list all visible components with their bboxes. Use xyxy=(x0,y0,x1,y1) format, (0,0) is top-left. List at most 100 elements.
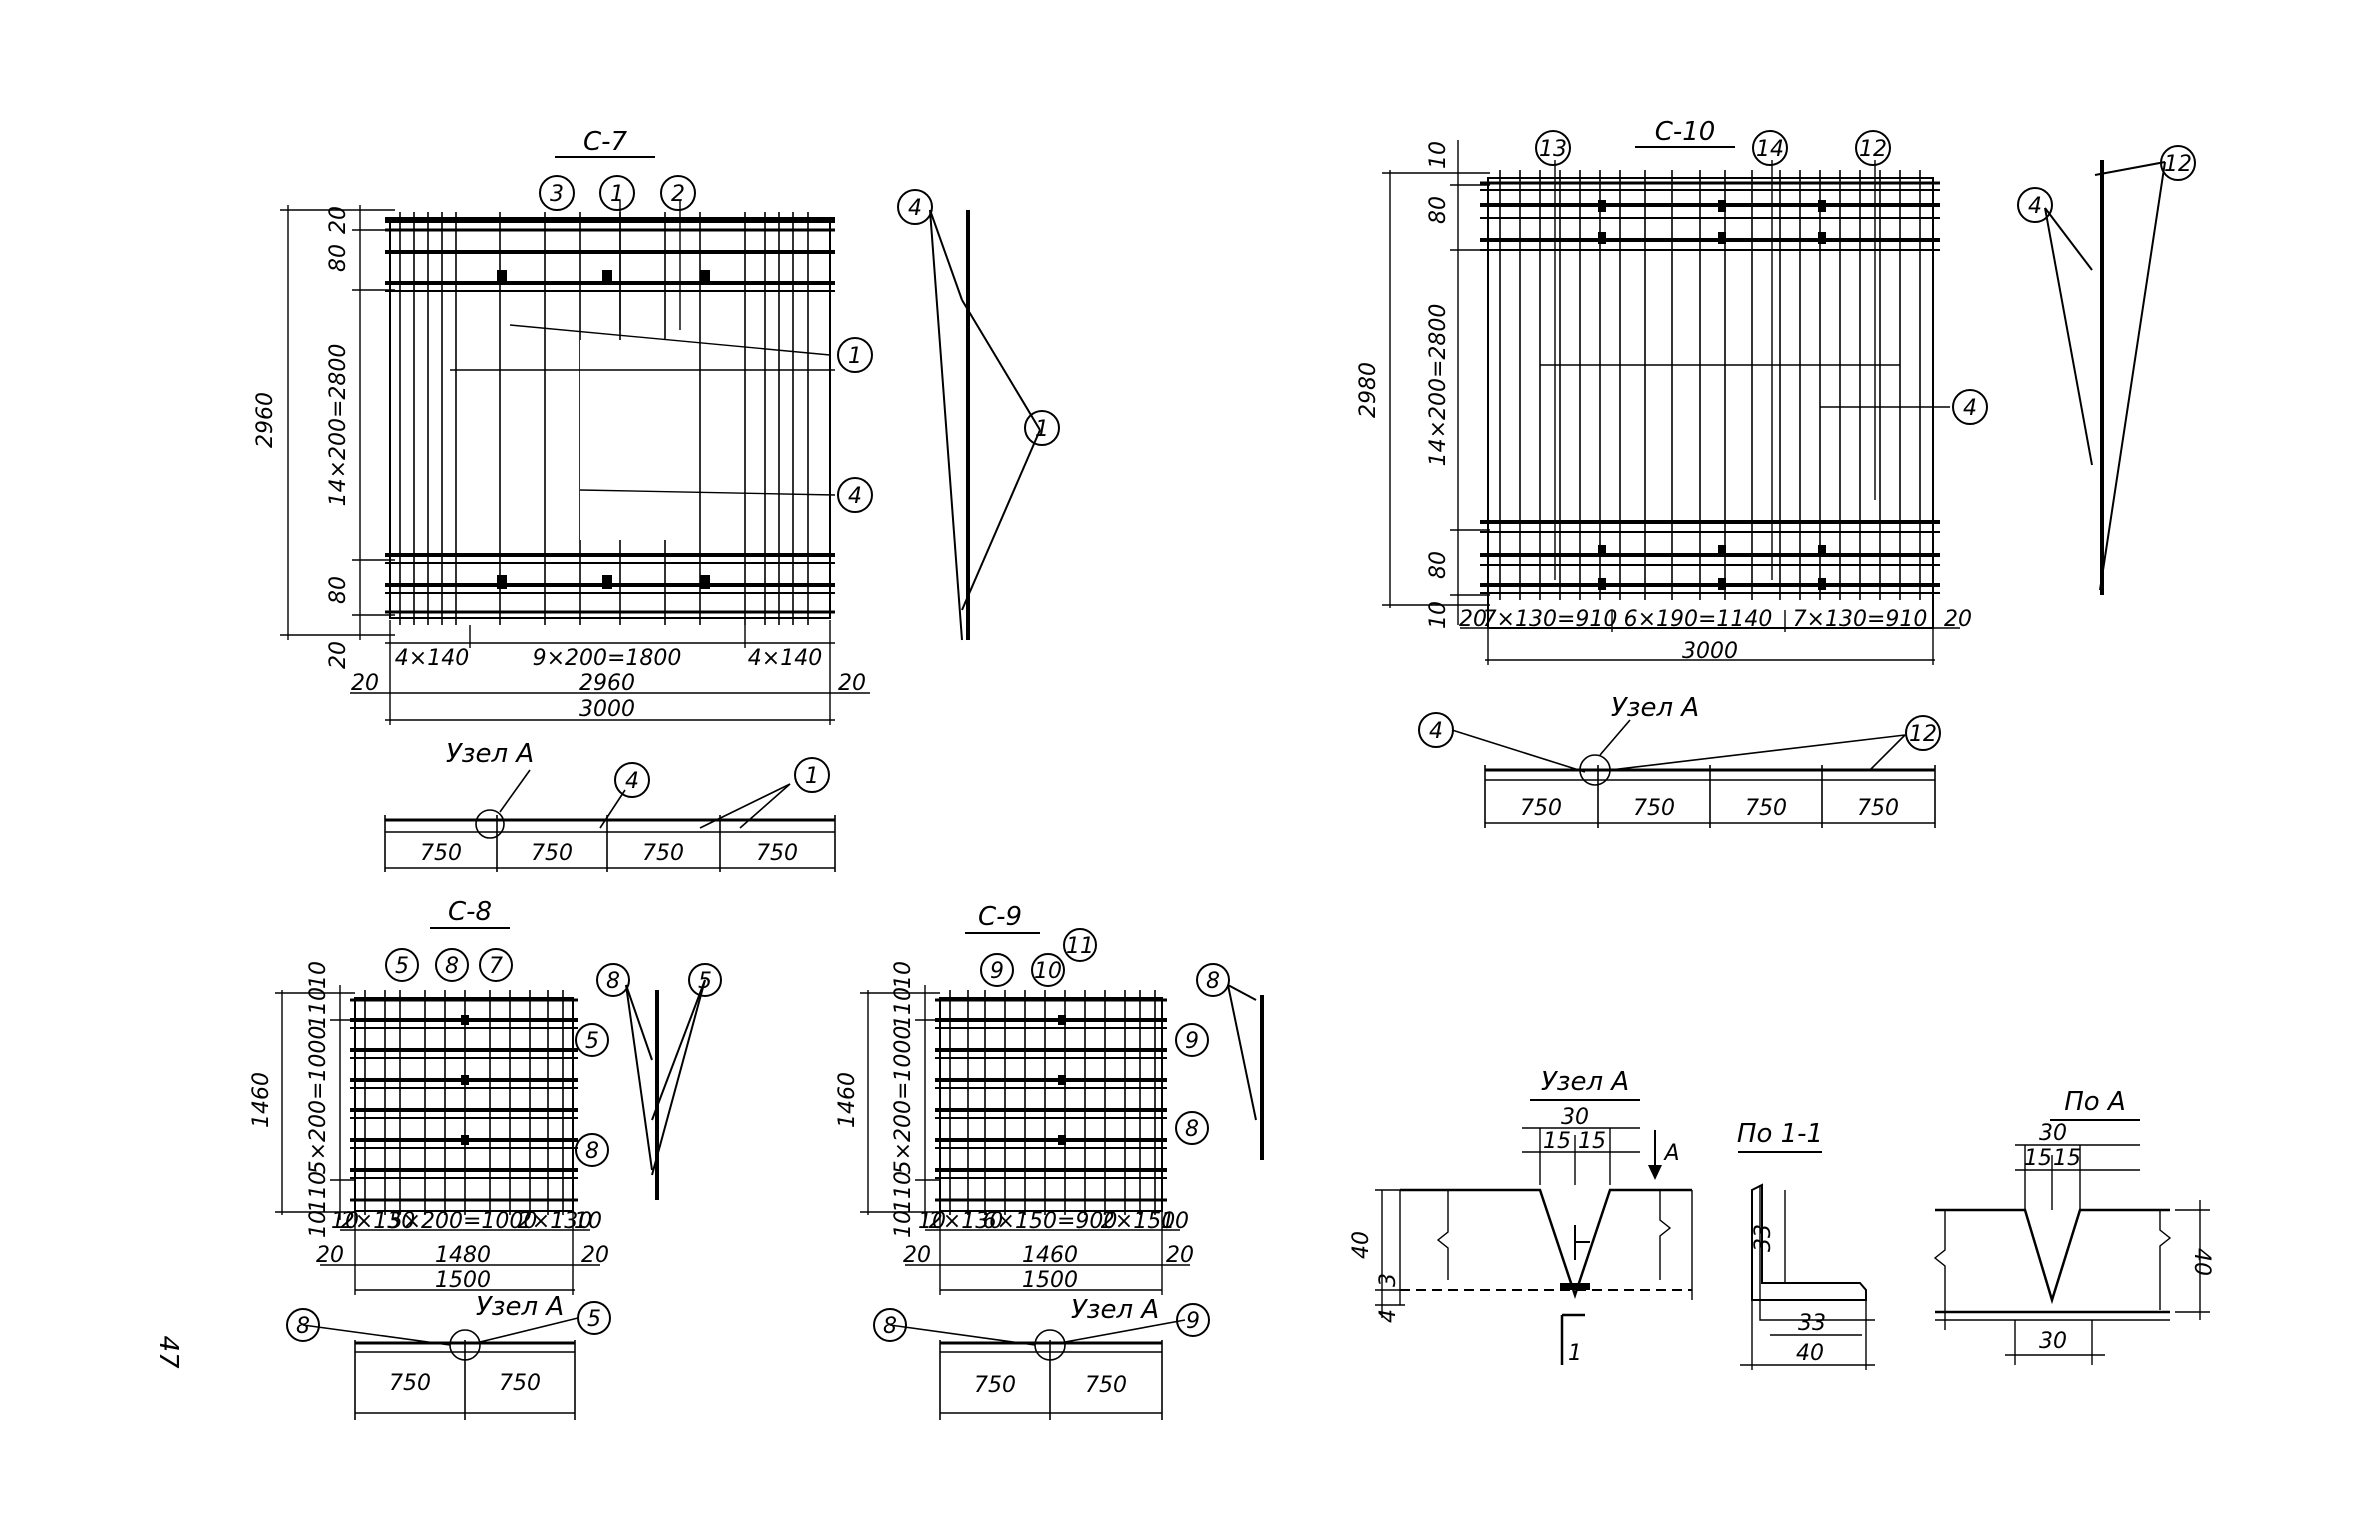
c7-callout-1: 1 xyxy=(599,175,635,211)
c10-span-4: 750 xyxy=(1857,796,1899,821)
c10-span-1: 750 xyxy=(1520,796,1562,821)
c10-dim-height-total: 2980 xyxy=(1356,362,1381,418)
c9-side-callout-8: 8 xyxy=(1196,963,1230,997)
c8-dim-bot110: 110 xyxy=(306,1171,331,1213)
svg-text:7: 7 xyxy=(489,954,503,979)
c7-welds xyxy=(497,270,710,589)
c9-left-dimensions xyxy=(860,985,940,1220)
c8-plan-callout-8: 8 xyxy=(286,1308,320,1342)
svg-text:1: 1 xyxy=(805,764,819,789)
c10-side-callout-4: 4 xyxy=(2017,187,2053,223)
c10-bottom-dimensions xyxy=(1460,605,1960,665)
svg-text:5: 5 xyxy=(698,969,712,994)
c9-span-2: 750 xyxy=(1085,1373,1127,1398)
c7-dim-top20: 20 xyxy=(326,206,351,234)
c9-plan-callout-8: 8 xyxy=(873,1308,907,1342)
svg-text:4: 4 xyxy=(2028,194,2042,219)
c9-dim-mid: 5×200=1000 xyxy=(891,1026,916,1175)
c10-leaders xyxy=(1540,160,1950,580)
node-a-dim-4: 4 xyxy=(1376,1309,1401,1323)
c8-dim-w-total: 1500 xyxy=(435,1268,491,1293)
c7-plan-callout-1: 1 xyxy=(794,757,830,793)
node-a-title: Узел А xyxy=(1541,1067,1629,1097)
c8-dim-b3: 2×130 xyxy=(518,1209,592,1234)
c7-dim-b3: 4×140 xyxy=(748,646,822,671)
svg-text:4: 4 xyxy=(848,484,862,509)
node-a-dim-15b: 15 xyxy=(1578,1129,1606,1154)
c8-node-label: Узел А xyxy=(476,1292,564,1322)
c9-node-label: Узел А xyxy=(1071,1295,1159,1325)
c9-dim-bot10: 10 xyxy=(891,1210,916,1238)
c9-plan-strip xyxy=(889,1319,1186,1420)
c10-dim-l20: 20 xyxy=(1459,607,1487,632)
c9-callout-9: 9 xyxy=(980,953,1014,987)
c7-dim-w-total: 3000 xyxy=(579,697,635,722)
svg-text:10: 10 xyxy=(1034,959,1062,984)
svg-text:5: 5 xyxy=(395,954,409,979)
view-a-dim-15a: 15 xyxy=(2024,1146,2052,1171)
c8-dim-bot10: 10 xyxy=(306,1210,331,1238)
svg-text:8: 8 xyxy=(606,969,620,994)
c7-side-profile xyxy=(929,209,1041,641)
c9-callout-9-right: 9 xyxy=(1175,1023,1209,1057)
c10-mesh-drawing: С-10 xyxy=(1356,117,2196,828)
svg-text:1: 1 xyxy=(848,344,862,369)
c7-dim-bot80: 80 xyxy=(326,576,351,604)
c8-title: С-8 xyxy=(448,897,492,927)
c7-dim-b1: 4×140 xyxy=(395,646,469,671)
c10-left-dimensions xyxy=(1382,140,1490,625)
view-a-title: По А xyxy=(2064,1087,2126,1117)
svg-text:5: 5 xyxy=(587,1307,601,1332)
c9-dim-r20: 20 xyxy=(1166,1243,1194,1268)
c8-plan-callout-5: 5 xyxy=(577,1301,611,1335)
c7-bottom-dimensions xyxy=(350,620,870,725)
c10-top-bars xyxy=(1480,181,1940,251)
c9-dim-b1: 2×130 xyxy=(929,1209,1003,1234)
c10-callout-13: 13 xyxy=(1535,130,1571,166)
c9-title: С-9 xyxy=(978,902,1022,932)
c7-span-2: 750 xyxy=(531,841,573,866)
c7-title: С-7 xyxy=(583,127,628,157)
c8-span-1: 750 xyxy=(389,1371,431,1396)
view-a-dim-15b: 15 xyxy=(2053,1146,2081,1171)
c7-dim-bot20: 20 xyxy=(326,641,351,669)
c10-dim-bot80: 80 xyxy=(1426,551,1451,579)
c9-mesh-drawing: С-9 xyxy=(835,902,1264,1420)
svg-text:8: 8 xyxy=(1206,969,1220,994)
c8-callout-8: 8 xyxy=(435,948,469,982)
svg-text:8: 8 xyxy=(883,1314,897,1339)
c8-left-dimensions xyxy=(275,985,355,1220)
c10-bottom-bars xyxy=(1480,520,1940,594)
c9-dim-w-inner: 1460 xyxy=(1022,1243,1078,1268)
c8-bottom-dimensions xyxy=(320,1210,600,1295)
c7-dim-r20: 20 xyxy=(838,671,866,696)
svg-text:9: 9 xyxy=(990,959,1004,984)
c9-dim-top10: 10 xyxy=(891,961,916,989)
svg-text:12: 12 xyxy=(1859,137,1887,162)
svg-text:9: 9 xyxy=(1186,1309,1200,1334)
c8-callout-5-right: 5 xyxy=(575,1023,609,1057)
c10-dim-mid: 14×200=2800 xyxy=(1426,304,1451,467)
c9-dim-height-total: 1460 xyxy=(835,1072,860,1128)
svg-text:4: 4 xyxy=(1963,396,1977,421)
c9-span-1: 750 xyxy=(974,1373,1016,1398)
svg-text:9: 9 xyxy=(1185,1029,1199,1054)
c10-span-2: 750 xyxy=(1633,796,1675,821)
section-1-1-dim-33h: 33 xyxy=(1798,1311,1826,1336)
c8-dim-top110: 110 xyxy=(306,987,331,1029)
c8-side-profile xyxy=(625,979,706,1200)
svg-text:8: 8 xyxy=(585,1139,599,1164)
c7-callout-1-right: 1 xyxy=(837,337,873,373)
svg-text:4: 4 xyxy=(625,769,639,794)
c8-dim-w-inner: 1480 xyxy=(435,1243,491,1268)
c7-dim-height-total: 2960 xyxy=(253,392,278,448)
svg-text:12: 12 xyxy=(2164,152,2192,177)
svg-text:11: 11 xyxy=(1066,934,1094,959)
c10-title: С-10 xyxy=(1655,117,1716,147)
node-a-dim-40: 40 xyxy=(1349,1231,1374,1259)
c10-callout-12: 12 xyxy=(1855,130,1891,166)
c9-side-profile xyxy=(1227,984,1264,1160)
c7-dim-w-inner: 2960 xyxy=(579,671,635,696)
c10-dim-top10: 10 xyxy=(1426,141,1451,169)
c9-dim-b2: 6×150=900 xyxy=(983,1209,1118,1234)
